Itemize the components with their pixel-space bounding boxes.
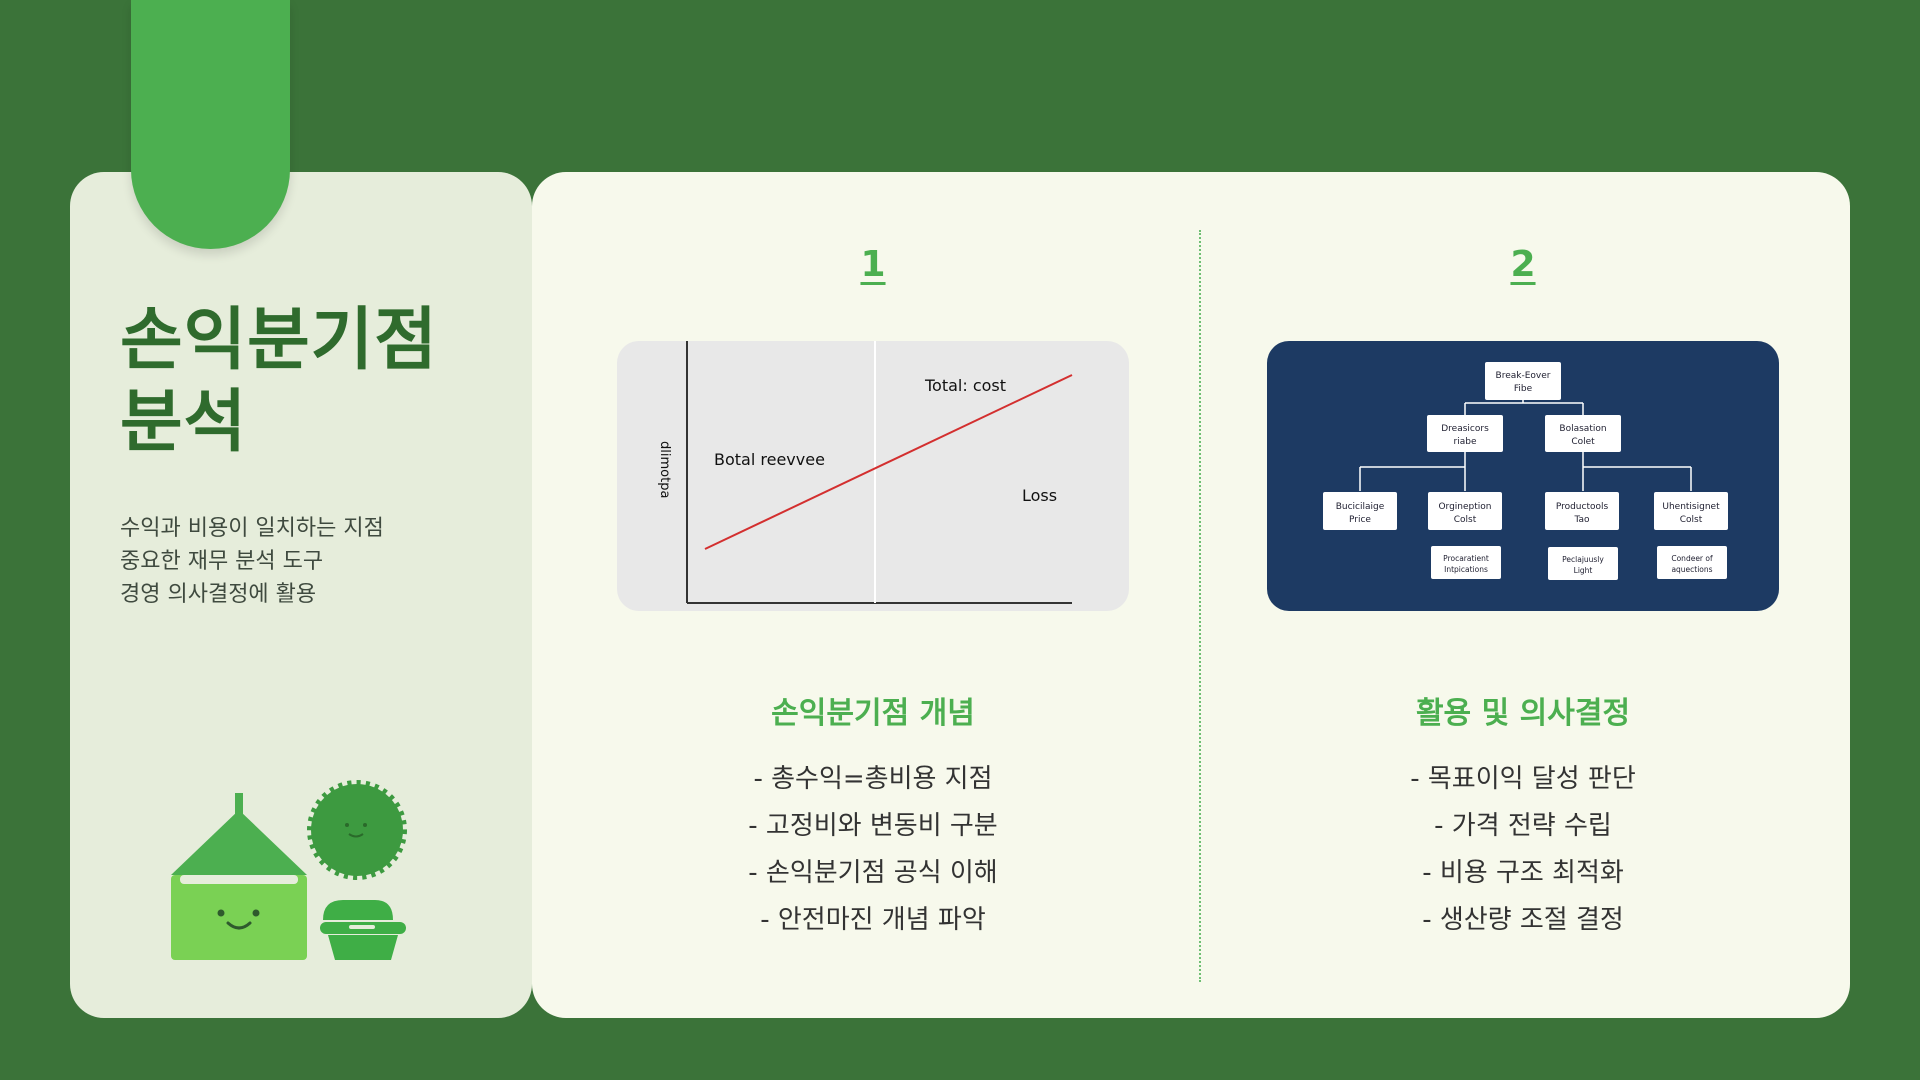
bullet-list: - 총수익=총비용 지점 - 고정비와 변동비 구분 - 손익분기점 공식 이해… (593, 756, 1153, 944)
page-title: 손익분기점 분석 (120, 300, 520, 464)
section-heading: 활용 및 의사결정 (1415, 696, 1631, 731)
bullet-list: - 목표이익 달성 판단 - 가격 전략 수립 - 비용 구조 최적화 - 생산… (1243, 756, 1803, 944)
section-number: 2 (1510, 244, 1536, 285)
description-line: 중요한 재무 분석 도구 (120, 549, 324, 574)
description-line: 수익과 비용이 일치하는 지점 (120, 516, 384, 541)
tree-node-label: Price (1349, 515, 1371, 525)
tree-node-label: Productools (1556, 502, 1609, 512)
food-box-icon (320, 900, 406, 960)
column-divider (1199, 230, 1201, 982)
decorative-illustration (171, 780, 407, 960)
tree-node-label: Orgineption (1438, 502, 1491, 512)
bullet-item: - 생산량 조절 결정 (1422, 905, 1624, 935)
title-line-2: 분석 (120, 383, 248, 462)
chart-label-loss: Loss (1022, 486, 1057, 505)
tree-node-label: Colst (1680, 515, 1703, 525)
title-line-1: 손익분기점 (120, 301, 438, 380)
tree-node-label: Break-Eover (1496, 371, 1551, 381)
bookmark-tab (131, 0, 290, 249)
chart-label-yaxis: dlimotpa (657, 441, 672, 498)
chart-graphic: Total: cost Botal reevvee Loss dlimotpa (657, 341, 1073, 604)
bullet-item: - 고정비와 변동비 구분 (748, 811, 998, 841)
tree-node-label: Condeer of (1671, 554, 1713, 563)
tree-node-label: Peclajuusly (1562, 555, 1604, 564)
tree-node-label: Intpications (1444, 565, 1488, 574)
sun-icon (307, 780, 407, 880)
tree-node-label: aquections (1671, 565, 1712, 574)
tree-node-label: Light (1574, 566, 1593, 575)
house-icon (171, 793, 307, 960)
description-line: 경영 의사결정에 활용 (120, 582, 317, 607)
tree-node-label: Colst (1454, 515, 1477, 525)
tree-node-label: Uhentisignet (1662, 502, 1720, 512)
tree-node-label: Tao (1573, 515, 1590, 525)
sidebar-description: 수익과 비용이 일치하는 지점 중요한 재무 분석 도구 경영 의사결정에 활용 (120, 512, 500, 611)
chart-label-total-cost: Total: cost (924, 376, 1006, 395)
tree-node-label: Procaratient (1443, 554, 1489, 563)
bullet-item: - 목표이익 달성 판단 (1410, 764, 1636, 794)
tree-node-label: Fibe (1514, 384, 1533, 394)
chart-label-revenue: Botal reevvee (714, 450, 825, 469)
break-even-chart-image: Total: cost Botal reevvee Loss dlimotpa (617, 341, 1129, 611)
tree-node-label: riabe (1454, 437, 1477, 447)
bullet-item: - 가격 전략 수립 (1434, 811, 1612, 841)
tree-node-label: Bucicilaige (1336, 502, 1385, 512)
tree-node-label: Bolasation (1559, 424, 1606, 434)
tree-node-label: Colet (1571, 437, 1595, 447)
bullet-item: - 비용 구조 최적화 (1422, 858, 1624, 888)
column-decision: 2 (1243, 172, 1803, 1018)
tree-node-label: Dreasicors (1441, 424, 1489, 434)
tree-graphic: Break-Eover Fibe Dreasicors riabe Bolasa… (1323, 362, 1728, 580)
bullet-item: - 손익분기점 공식 이해 (748, 858, 998, 888)
bullet-item: - 총수익=총비용 지점 (753, 764, 993, 794)
section-heading: 손익분기점 개념 (771, 696, 975, 731)
tree-diagram-image: Break-Eover Fibe Dreasicors riabe Bolasa… (1267, 341, 1779, 611)
bullet-item: - 안전마진 개념 파악 (760, 905, 986, 935)
section-number: 1 (860, 244, 886, 285)
column-concept: 1 Total: cost Botal reevvee Loss dlimotp… (593, 172, 1153, 1018)
